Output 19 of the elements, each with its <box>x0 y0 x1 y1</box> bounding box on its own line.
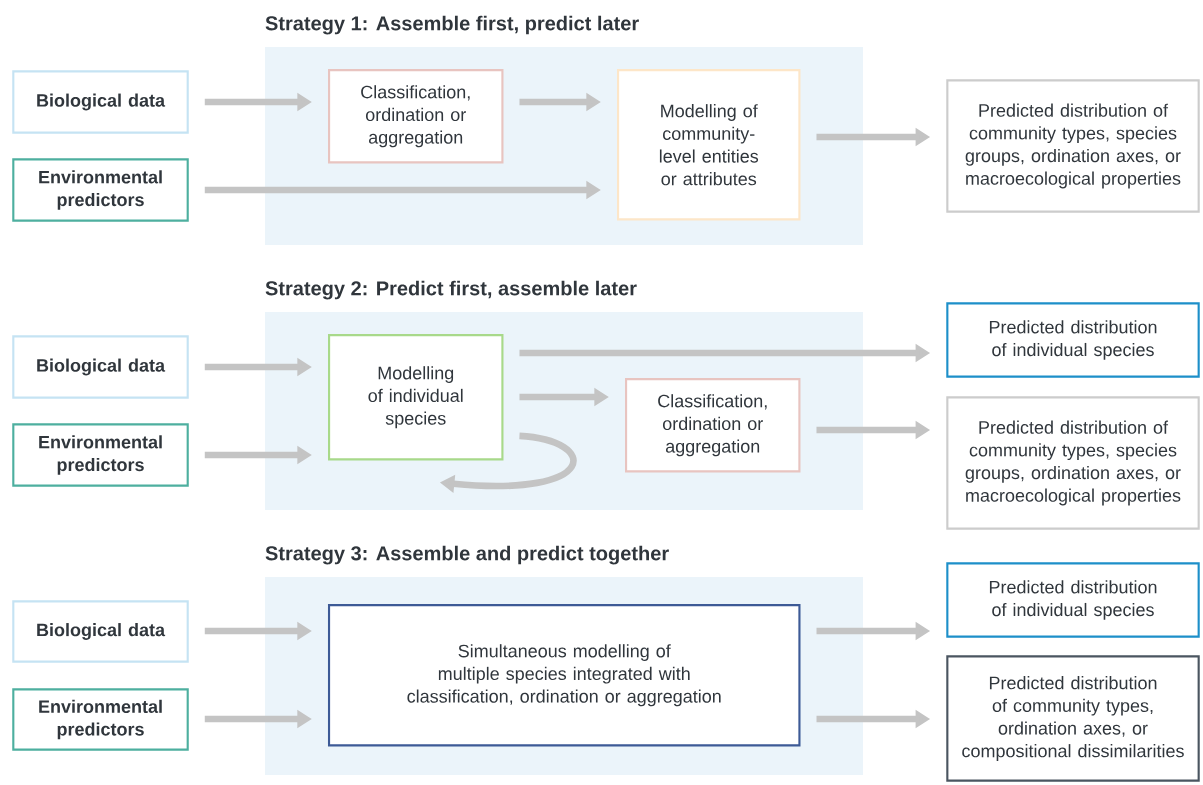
process-box: Modelling of community-level entities or attributes <box>617 69 801 221</box>
output-box: Predicted distribution of individual species <box>946 302 1200 378</box>
input-box: Biological data <box>12 600 189 663</box>
process-box: Simultaneous modelling of multiple species integrated with classification, ordination or aggregation <box>327 604 801 747</box>
output-box: Predicted distribution of community types, ordination axes, or compositional dissimilarities <box>946 655 1200 782</box>
node-label: Strategy 3: Assemble and predict together <box>265 545 669 565</box>
output-box: Predicted distribution of community types, species groups, ordination axes, or macroecological properties <box>946 396 1200 530</box>
node-label: Strategy 2: Predict first, assemble later <box>265 280 637 300</box>
process-box: Modelling of individual species <box>328 334 504 461</box>
process-box: Classification, ordination or aggregation <box>625 378 801 473</box>
input-box: Environmental predictors <box>12 688 189 751</box>
output-box: Predicted distribution of community types, species groups, ordination axes, or macroecological properties <box>946 79 1200 213</box>
input-box: Biological data <box>12 70 189 134</box>
process-box: Classification, ordination or aggregation <box>328 69 504 164</box>
input-box: Biological data <box>12 335 189 399</box>
node-label: Strategy 1: Assemble first, predict later <box>265 15 639 35</box>
output-box: Predicted distribution of individual species <box>946 562 1200 638</box>
input-box: Environmental predictors <box>12 423 189 487</box>
input-box: Environmental predictors <box>12 158 189 222</box>
